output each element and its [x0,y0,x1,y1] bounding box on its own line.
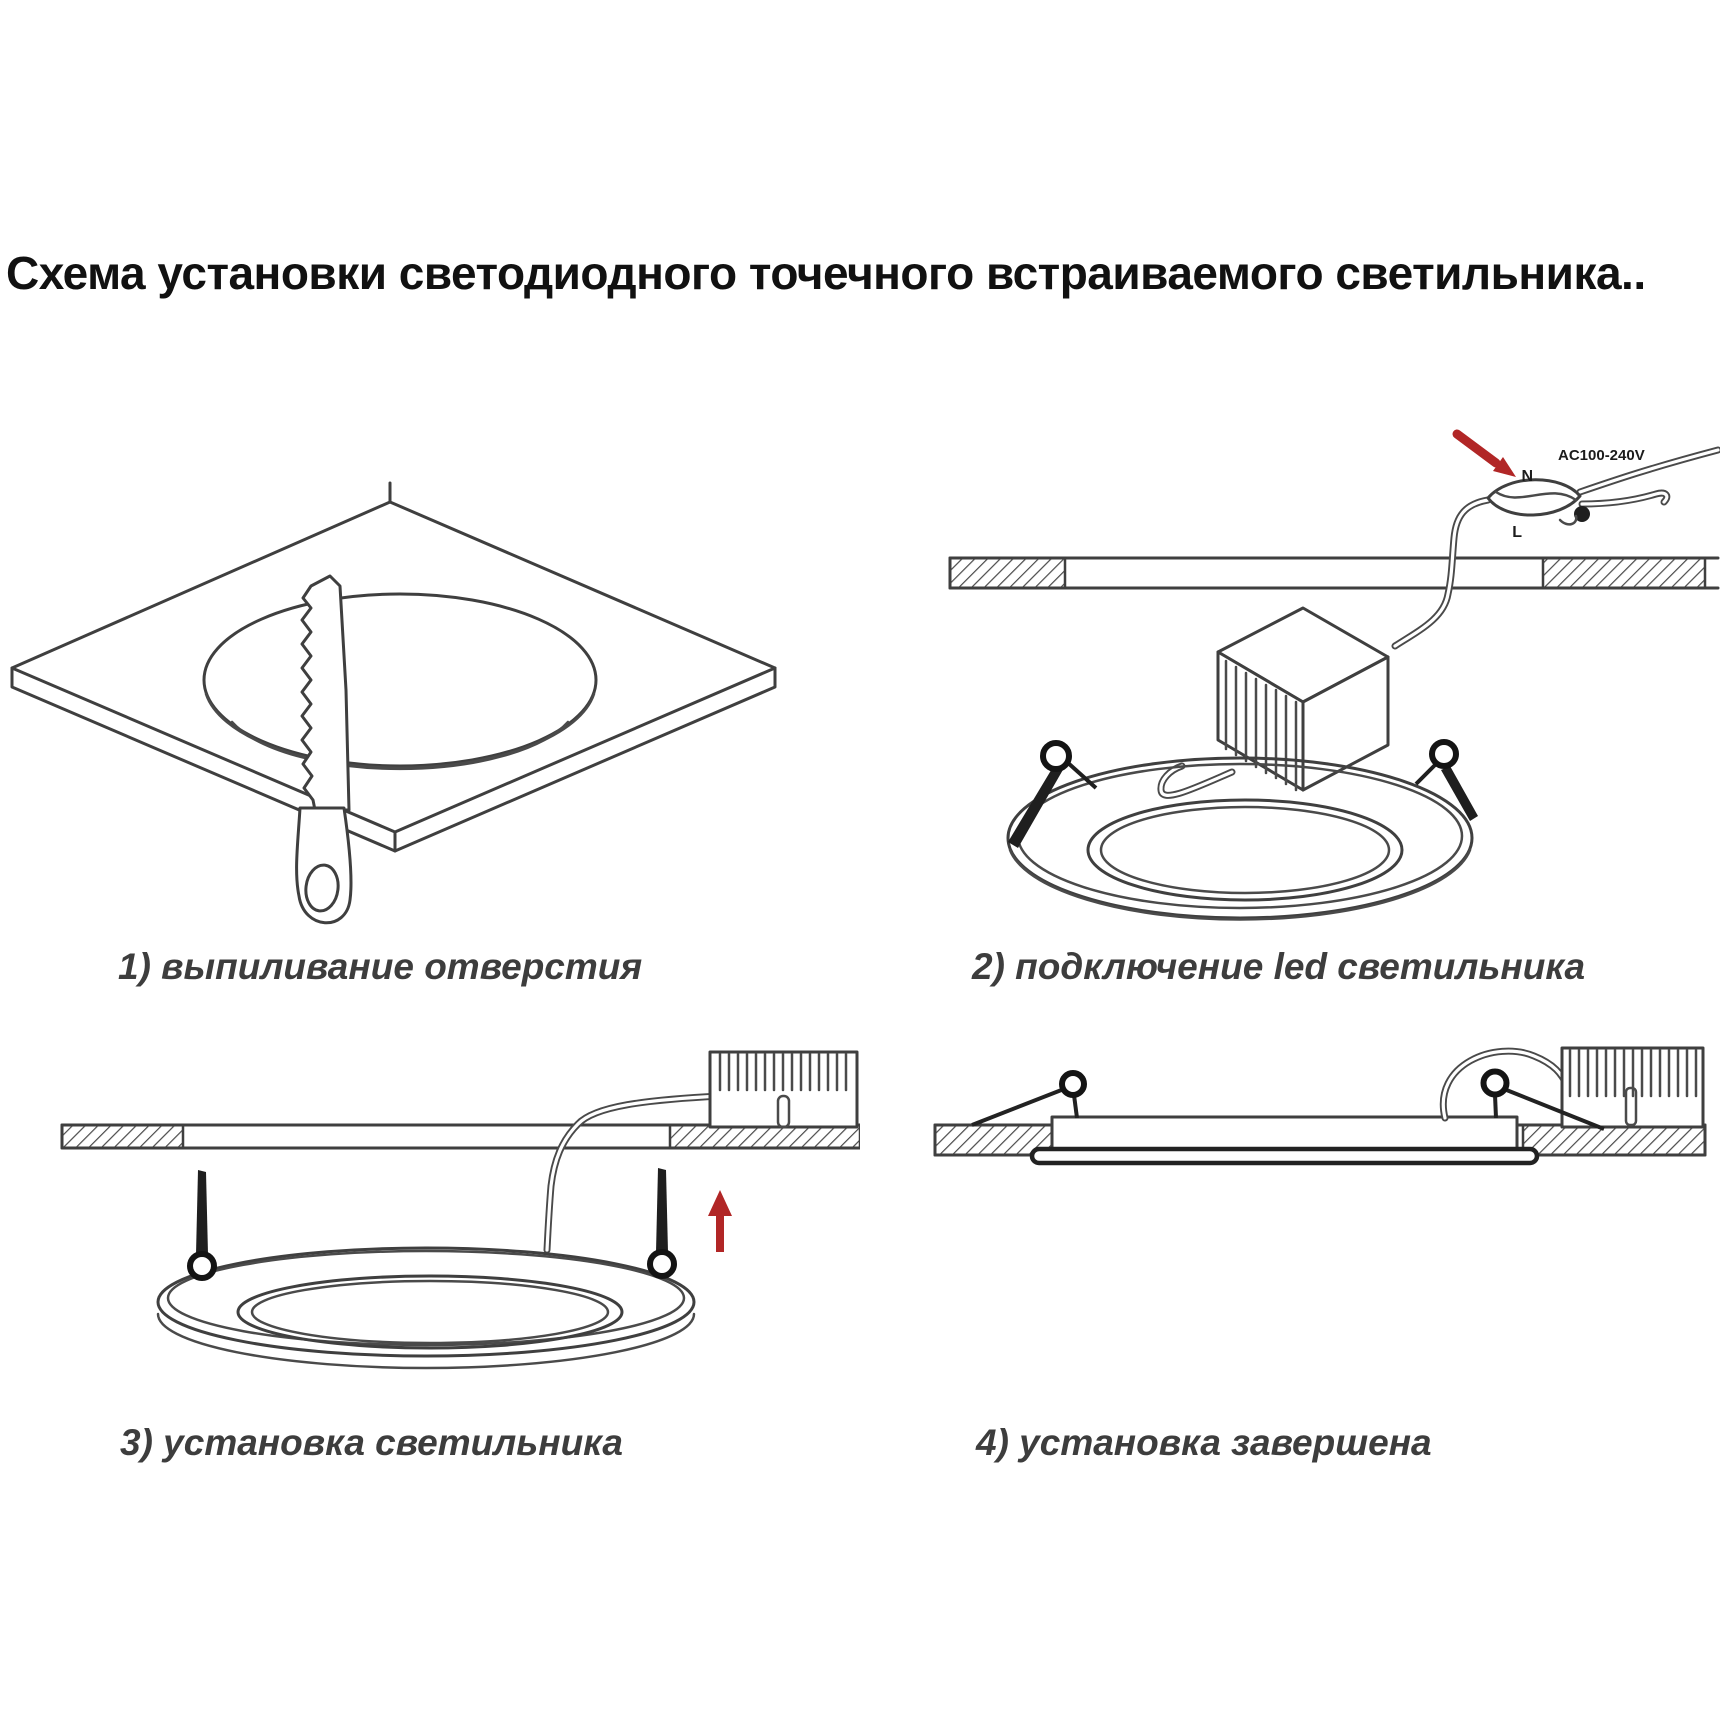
led-driver-box [1216,606,1390,792]
figure-step2-connect: N L AC100-240V [948,429,1720,921]
step4-caption: 4) установка завершена [976,1422,1432,1463]
driver-to-lamp-wire [1157,762,1236,799]
spring-clip-right [647,1168,677,1279]
led-driver-box [1560,1046,1705,1129]
wire-junction [1486,478,1590,526]
step2-caption: 2) подключение led светильника [972,946,1586,987]
step1-caption: 1) выпиливание отверстия [118,946,643,987]
figure-step1-cut-hole [10,481,777,925]
step3-caption: 3) установка светильника [120,1422,623,1463]
wire-label-l: L [1512,524,1522,541]
red-arrow-icon [1452,429,1516,477]
spring-clip-left-folded [971,1070,1087,1127]
wire-label-n: N [1521,468,1533,485]
led-driver-box [708,1050,859,1129]
ceiling-cross-section [948,556,1720,590]
red-arrow-up-icon [708,1190,732,1252]
mains-wires [1391,446,1720,650]
figure-step3-install [60,1050,860,1370]
spring-clip-left [1008,740,1098,848]
keyhole-saw-icon [295,574,353,925]
voltage-label: AC100-240V [1558,447,1645,464]
spring-clip-right [1414,739,1478,821]
ceiling-tile-panel [10,481,777,853]
page-title: Схема установки светодиодного точечного … [6,247,1646,299]
led-downlight [156,1246,696,1370]
recessed-lamp-body [1029,1115,1540,1166]
driver-to-lamp-wire [543,1092,724,1254]
figure-step4-complete [933,1046,1707,1166]
led-downlight [1006,756,1474,921]
ceiling-cross-section [60,1123,860,1150]
hole-ellipse [202,592,598,771]
lamp-to-driver-wire [1439,1047,1571,1122]
spring-clip-left [187,1170,217,1281]
spring-clip-right-folded [1480,1068,1605,1131]
